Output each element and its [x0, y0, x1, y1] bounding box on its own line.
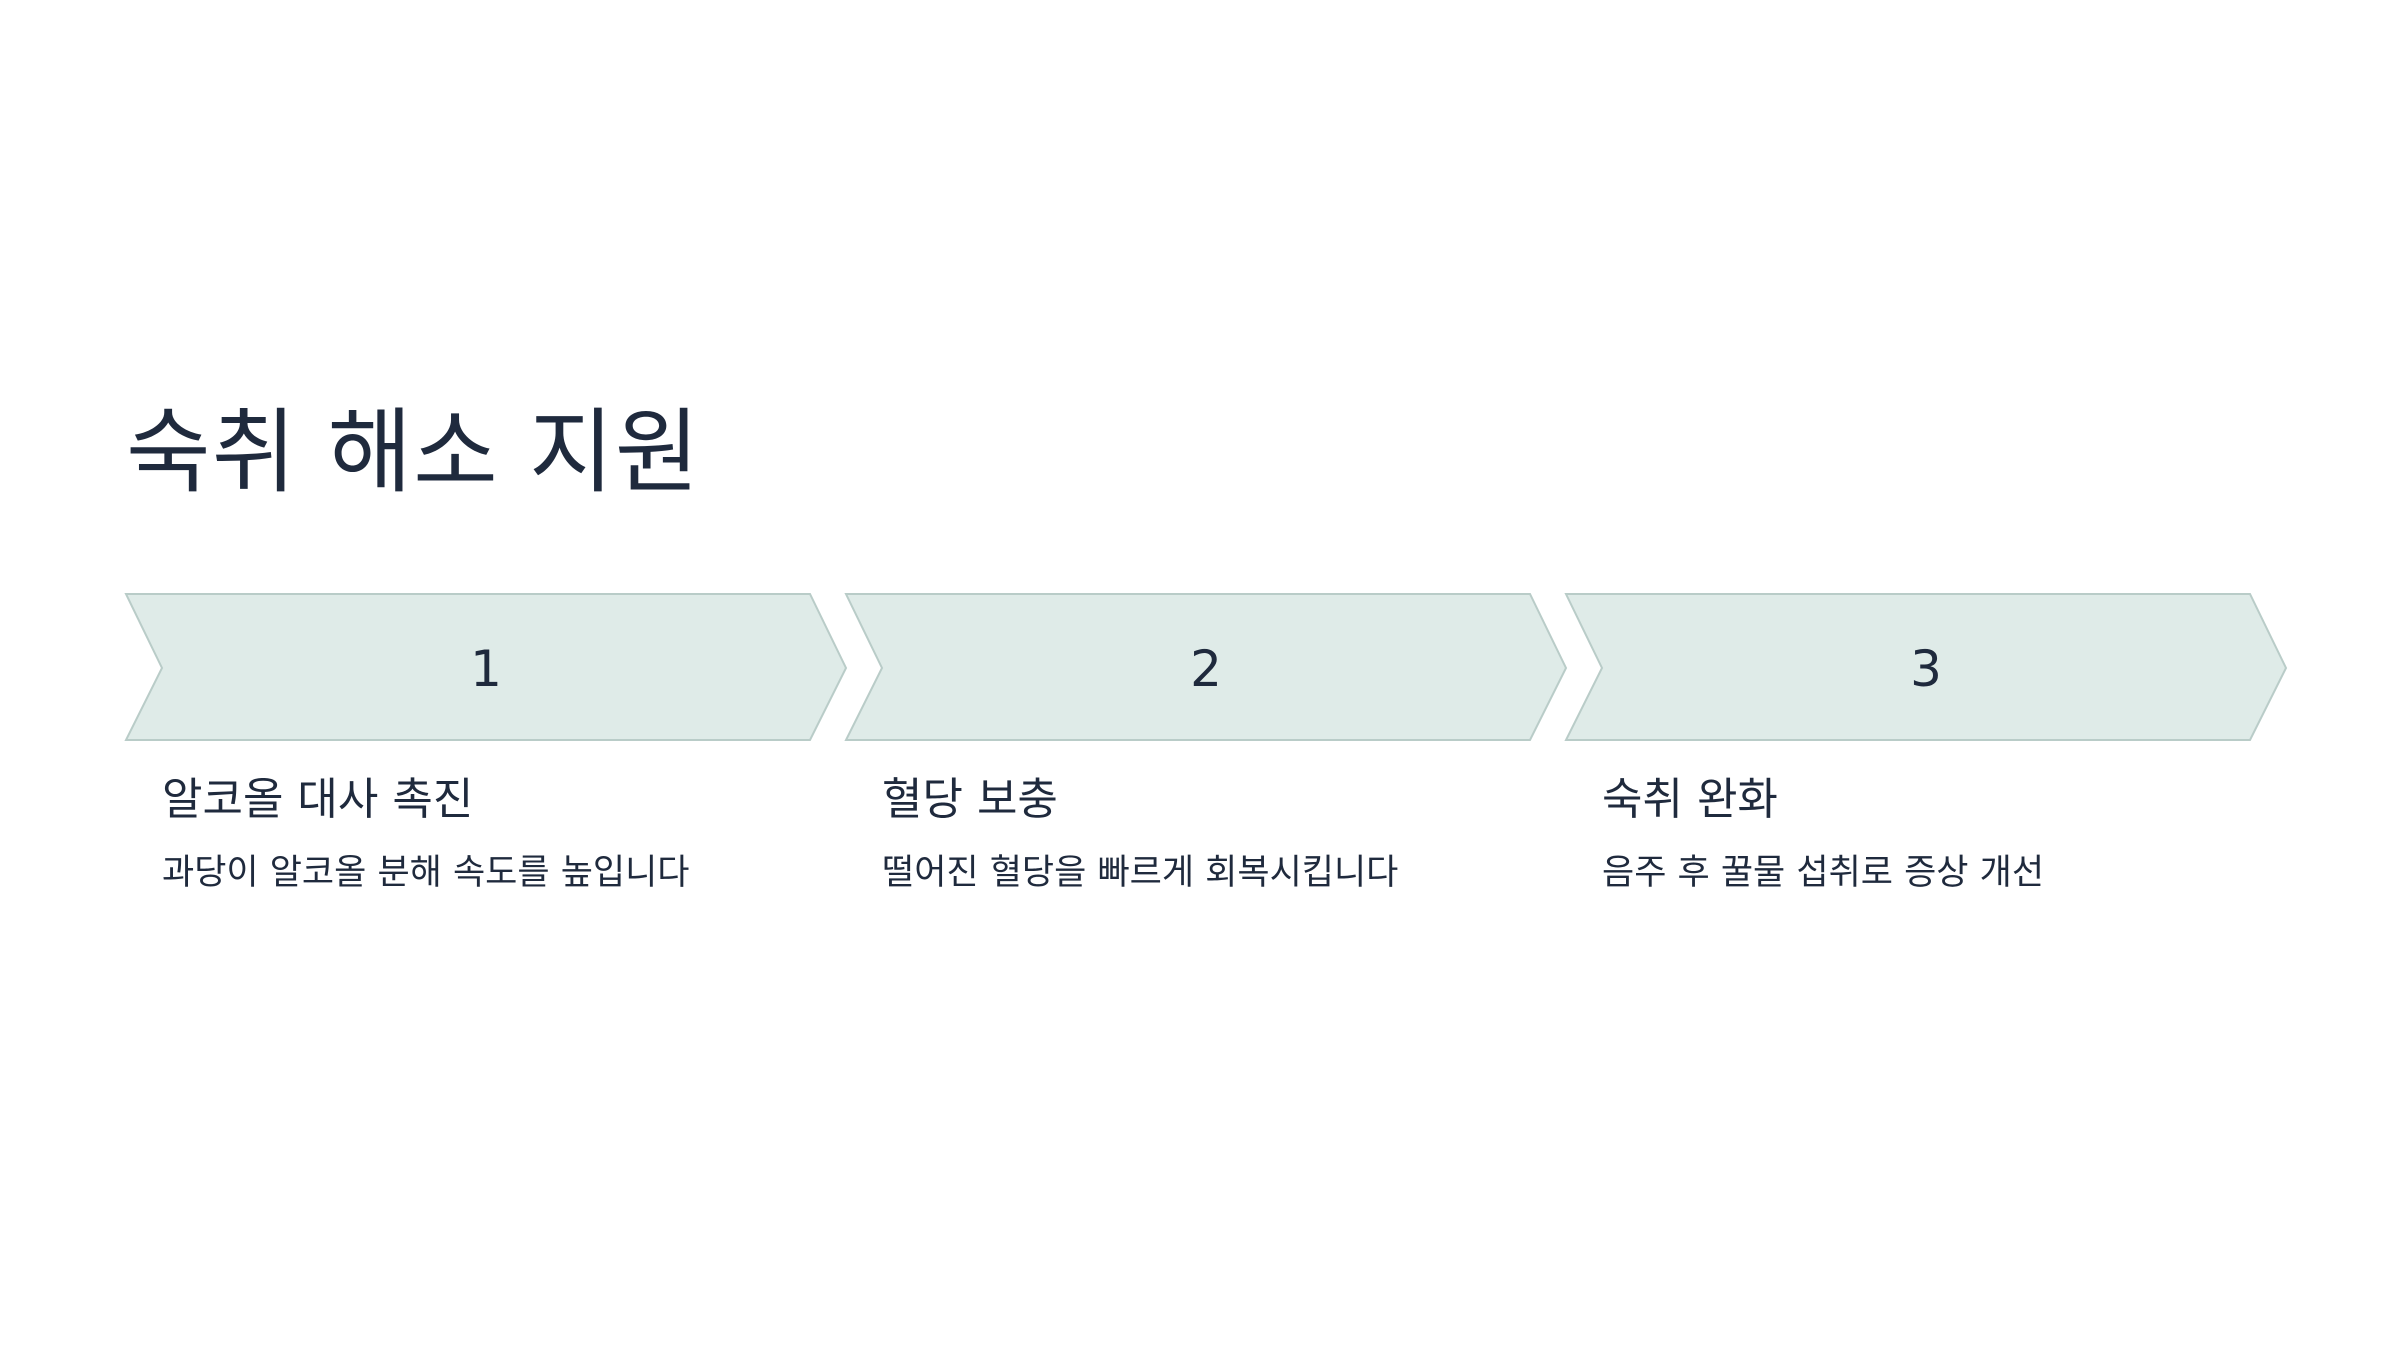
chevron-shape-2	[844, 593, 1568, 741]
chevron-shape-1	[124, 593, 848, 741]
step-number-2: 2	[1190, 640, 1222, 698]
step-2-heading: 혈당 보충	[882, 774, 1058, 825]
step-1-heading: 알코올 대사 촉진	[162, 774, 474, 825]
step-3-description: 음주 후 꿀물 섭취로 증상 개선	[1602, 852, 2045, 893]
slide-title: 숙취 해소 지원	[126, 399, 701, 506]
step-number-1: 1	[470, 640, 502, 698]
step-2-text: 혈당 보충 떨어진 혈당을 빠르게 회복시킵니다	[882, 774, 1542, 896]
step-1-text: 알코올 대사 촉진 과당이 알코올 분해 속도를 높입니다	[162, 774, 822, 896]
step-number-3: 3	[1910, 640, 1942, 698]
chevron-shape-3	[1564, 593, 2288, 741]
step-3-text: 숙취 완화 음주 후 꿀물 섭취로 증상 개선	[1602, 774, 2262, 896]
step-2-description: 떨어진 혈당을 빠르게 회복시킵니다	[882, 852, 1399, 893]
step-3-heading: 숙취 완화	[1602, 774, 1778, 825]
chevron-step-1: 1	[124, 593, 848, 741]
step-1-description: 과당이 알코올 분해 속도를 높입니다	[162, 852, 690, 893]
chevron-step-3: 3	[1564, 593, 2288, 741]
chevron-step-2: 2	[844, 593, 1568, 741]
